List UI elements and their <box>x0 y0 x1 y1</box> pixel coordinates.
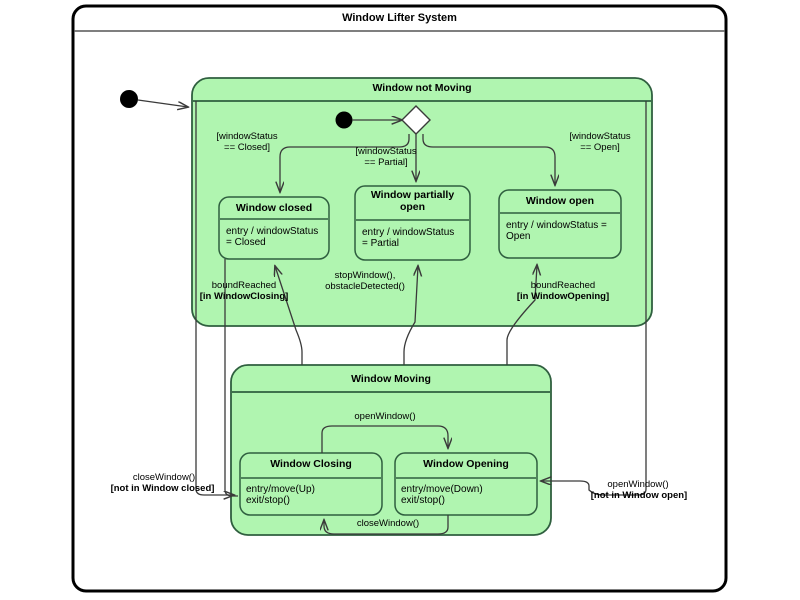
transition-bound-reached-opening <box>506 265 537 365</box>
initial-state-dot <box>120 90 188 108</box>
transition-label-close-window-outer: closeWindow() <box>132 472 196 483</box>
state-window-partially-open[interactable] <box>354 185 471 261</box>
frame-title: Window Lifter System <box>342 12 457 24</box>
transition-label-open-window-inner: openWindow() <box>354 411 416 422</box>
transition-label-bound-reached-opening-guard: [in WindowOpening] <box>516 291 610 302</box>
transition-close-window-inner <box>324 515 449 535</box>
state-title-window-closing: Window Closing <box>270 458 352 470</box>
transition-label-bound-reached-closing: boundReached <box>211 280 277 291</box>
guard-label-window-status-open: [windowStatus == Open] <box>569 131 631 153</box>
state-window-opening[interactable] <box>394 452 538 516</box>
state-window-closed[interactable] <box>218 196 330 260</box>
transition-label-close-window-outer-guard: [not in Window closed] <box>110 483 215 494</box>
transition-open-window-outer-seg1 <box>604 101 647 496</box>
state-body-window-open: entry / windowStatus = Open <box>506 220 607 243</box>
composite-title-window-moving: Window Moving <box>351 373 431 385</box>
transition-label-close-window-inner: closeWindow() <box>356 518 420 529</box>
state-window-open[interactable] <box>498 189 622 259</box>
transition-open-window-outer <box>541 481 605 496</box>
transition-to-window-open <box>422 134 555 185</box>
state-title-window-open: Window open <box>525 195 595 207</box>
transition-open-window-inner <box>321 425 448 453</box>
transition-label-stop-obstacle: stopWindow(), obstacleDetected() <box>325 270 405 292</box>
transition-label-bound-reached-opening: boundReached <box>530 280 596 291</box>
state-title-window-partially-open: Window partially open <box>370 189 455 213</box>
state-window-closing[interactable] <box>239 452 383 516</box>
inner-initial-state-dot <box>335 111 403 129</box>
transition-close-window-outer <box>195 101 234 495</box>
transition-label-open-window-outer: openWindow() <box>607 479 669 490</box>
state-body-window-partially-open: entry / windowStatus = Partial <box>362 227 455 250</box>
transition-to-window-closed <box>280 134 410 192</box>
state-title-window-closed: Window closed <box>235 202 313 214</box>
state-body-window-closed: entry / windowStatus = Closed <box>226 226 319 249</box>
state-body-window-opening: entry/move(Down) exit/stop() <box>401 484 483 507</box>
state-body-window-closing: entry/move(Up) exit/stop() <box>246 484 315 507</box>
state-title-window-opening: Window Opening <box>423 458 509 470</box>
transition-bound-reached-closing <box>275 266 303 365</box>
composite-title-window-not-moving: Window not Moving <box>372 82 472 94</box>
transition-label-bound-reached-closing-guard: [in WindowClosing] <box>199 291 289 302</box>
transition-stop-obstacle <box>403 266 418 365</box>
transition-label-open-window-outer-guard: [not in Window open] <box>590 490 688 501</box>
guard-label-window-status-partial: [windowStatus == Partial] <box>355 146 417 168</box>
guard-label-window-status-closed: [windowStatus == Closed] <box>216 131 278 153</box>
